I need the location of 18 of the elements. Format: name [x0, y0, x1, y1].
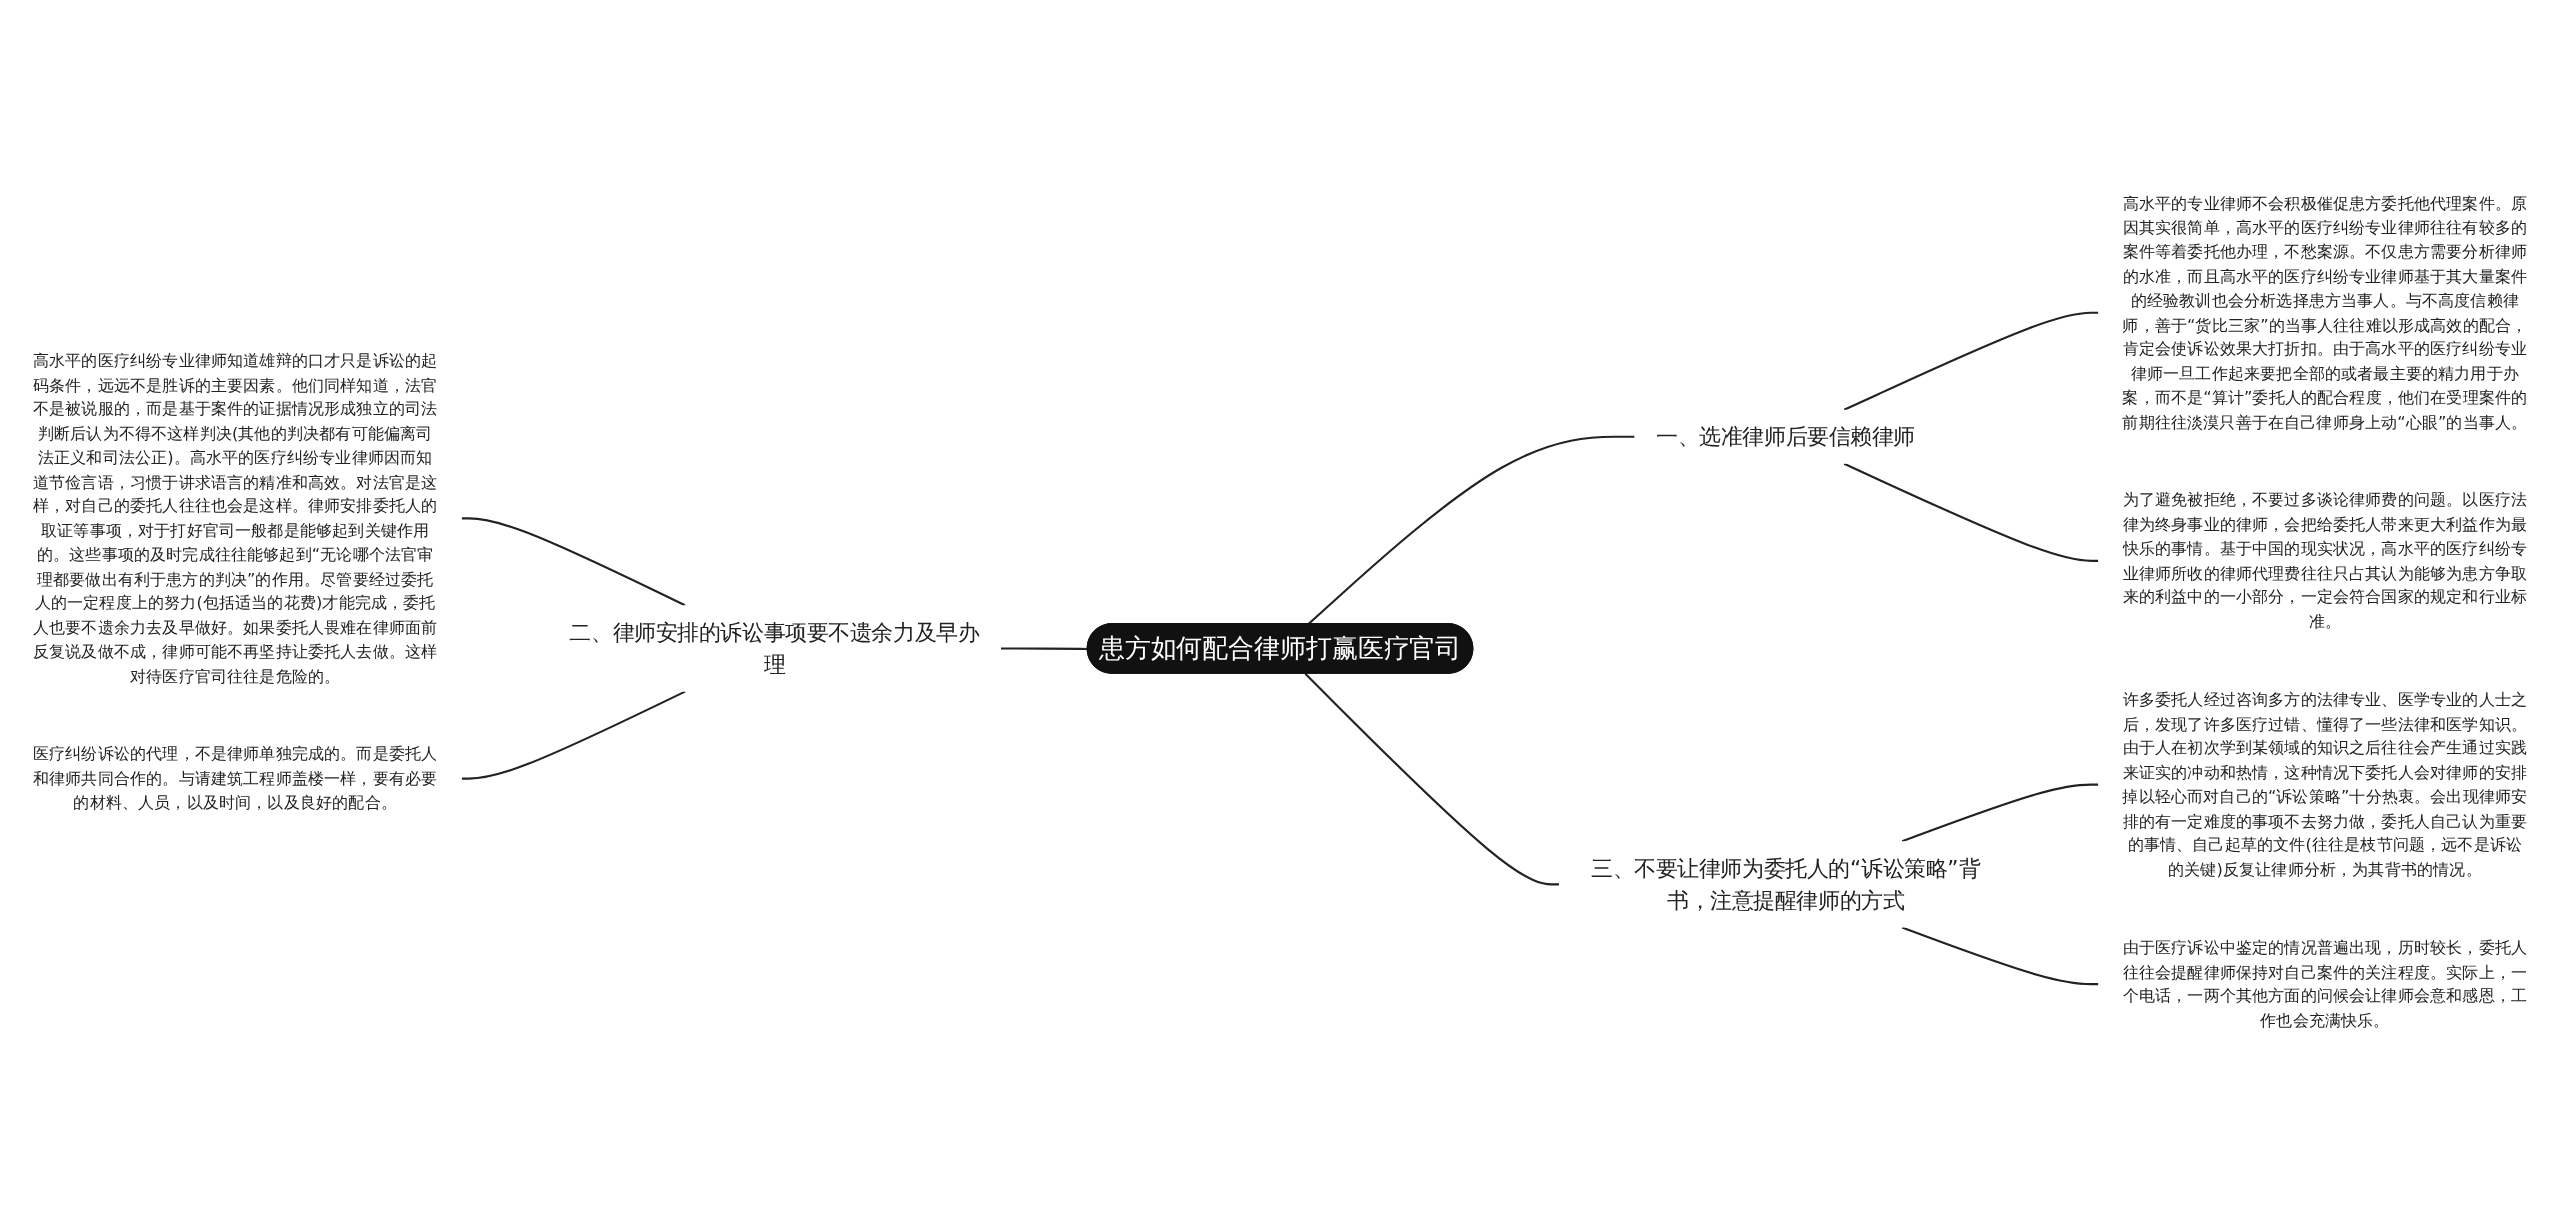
connector: [461, 517, 686, 607]
node-text: 为了避免被拒绝，不要过多谈论律师费的问题。以医疗法律为终身事业的律师，会把给委托人带来更大利益作为最快乐的事情。基于中国的现实状况，高水平的医疗纠纷专业律师所收的律师代理费往往只占其认为能够为患方争取来的利益中的一小部分，一定会符合国家的规定和行业标准。: [2122, 490, 2528, 632]
node-text: 许多委托人经过咨询多方的法律专业、医学专业的人士之后，发现了许多医疗过错、懂得了一些法律和医学知识。由于人在初次学到某领域的知识之后往往会产生通过实践来证实的冲动和热情，这种情况下委托人会对律师的安排掉以轻心而对自己的“诉讼策略”十分热衷。会出现律师安排的有一定难度的事项不去努力做，委托人自己认为重要的事情、自己起草的文件(往往是枝节问题，远不是诉讼的关键)反复让律师分析，为其背书的情况。: [2122, 690, 2528, 880]
connector: [1901, 926, 2099, 986]
connector: [1000, 647, 1088, 651]
node-text: 三、不要让律师为委托人的“诉讼策略”背书，注意提醒律师的方式: [1591, 855, 1981, 914]
node-text: 一、选准律师后要信赖律师: [1656, 424, 1915, 451]
connector: [1304, 673, 1560, 886]
node-text: 医疗纠纷诉讼的代理，不是律师单独完成的。而是委托人和律师共同合作的。与请建筑工程师盖楼一样，要有必要的材料、人员，以及时间，以及良好的配合。: [32, 744, 438, 813]
node-text: 由于医疗诉讼中鉴定的情况普遍出现，历时较长，委托人往往会提醒律师保持对自己案件的关注程度。实际上，一个电话，一两个其他方面的问候会让律师会意和感恩，工作也会充满快乐。: [2122, 938, 2528, 1031]
node-text: 二、律师安排的诉讼事项要不遗余力及早办理: [569, 619, 980, 679]
connector: [1307, 436, 1635, 626]
node-text: 高水平的医疗纠纷专业律师知道雄辩的口才只是诉讼的起码条件，远远不是胜诉的主要因素。他们同样知道，法官不是被说服的，而是基于案件的证据情况形成独立的司法判断后认为不得不这样判决(其他的判决都有可能偏离司法正义和司法公正)。高水平的医疗纠纷专业律师因而知道节俭言语，习惯于讲求语言的精准和高效。对法官是这样，对自己的委托人往往也会是这样。律师安排委托人的取证等事项，对于打好官司一般都是能够起到关键作用的。这些事项的及时完成往往能够起到“无论哪个法官审理都要做出有利于患方的判决”的作用。尽管要经过委托人的一定程度上的努力(包括适当的花费)才能完成，委托人也要不遗余力去及早做好。如果委托人畏难在律师面前反复说及做不成，律师可能不再坚持让委托人去做。这样对待医疗官司往往是危险的。: [32, 351, 438, 686]
connector: [1843, 312, 2099, 412]
node-text: 高水平的专业律师不会积极催促患方委托他代理案件。原因其实很简单，高水平的医疗纠纷专业律师往往有较多的案件等着委托他办理，不愁案源。不仅患方需要分析律师的水准，而且高水平的医疗纠纷专业律师基于其大量案件的经验教训也会分析选择患方当事人。与不高度信赖律师，善于“货比三家”的当事人往往难以形成高效的配合，肯定会使诉讼效果大打折扣。由于高水平的医疗纠纷专业律师一旦工作起来要把全部的或者最主要的精力用于办案，而不是“算计”委托人的配合程度，他们在受理案件的前期往往淡漠只善于在自己律师身上动“心眼”的当事人。: [2122, 194, 2528, 432]
connector: [1901, 784, 2099, 843]
connector: [461, 691, 686, 781]
connector: [1843, 463, 2099, 563]
